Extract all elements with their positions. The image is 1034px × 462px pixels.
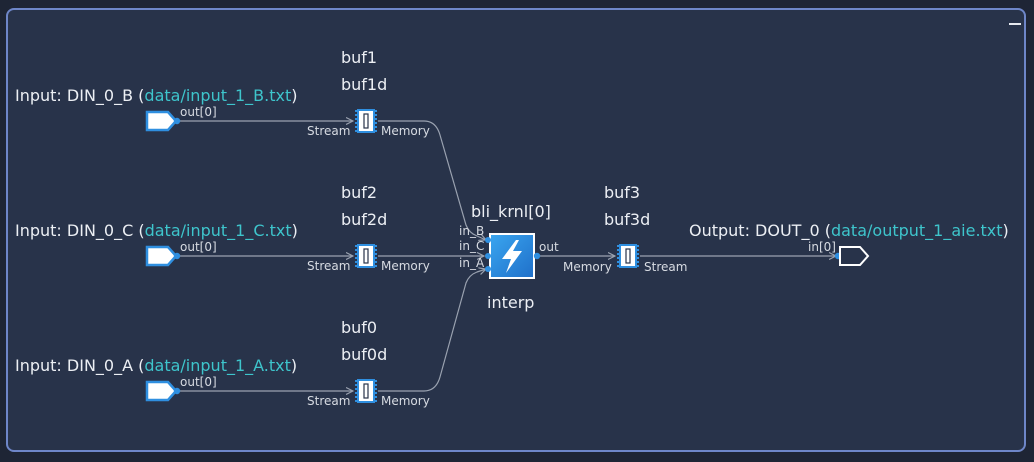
kernel-port-in-c: in_C — [459, 239, 484, 253]
buffer-buf2-name-d: buf2d — [341, 210, 387, 229]
input-c-port-label: out[0] — [180, 240, 217, 254]
buffer-buf2-bar — [363, 248, 369, 264]
buffer-buf0-left-label: Stream — [307, 394, 350, 408]
buffer-node-buf3[interactable]: buf3 buf3d Memory Stream — [563, 183, 687, 274]
kernel-port-out: out — [539, 240, 559, 254]
kernel-in-c-dot — [485, 253, 491, 259]
output-port-label: in[0] — [808, 240, 836, 254]
buffer-buf1-name-d: buf1d — [341, 75, 387, 94]
input-c-label: Input: DIN_0_C (data/input_1_C.txt) — [15, 221, 298, 241]
input-b-label: Input: DIN_0_B (data/input_1_B.txt) — [15, 86, 298, 106]
input-node-a[interactable]: Input: DIN_0_A (data/input_1_A.txt) out[… — [15, 356, 297, 402]
input-node-b[interactable]: Input: DIN_0_B (data/input_1_B.txt) out[… — [15, 86, 298, 132]
wire-buf0-to-kernel-in-a — [378, 269, 486, 392]
buffer-buf3-left-label: Memory — [563, 260, 612, 274]
input-a-port-shape[interactable] — [145, 380, 178, 402]
graph-canvas — [6, 8, 1026, 452]
input-b-port-shape[interactable] — [145, 110, 178, 132]
input-a-label: Input: DIN_0_A (data/input_1_A.txt) — [15, 356, 297, 376]
kernel-node[interactable]: bli_krnl[0] in_B in_C in_A out interp — [459, 202, 559, 312]
kernel-function-name: interp — [487, 293, 534, 312]
input-b-port-label: out[0] — [180, 105, 217, 119]
buffer-buf3-name-d: buf3d — [604, 210, 650, 229]
buffer-buf0-bar — [363, 383, 369, 399]
kernel-port-in-a: in_A — [459, 256, 485, 270]
buffer-buf0-name: buf0 — [341, 318, 377, 337]
buffer-buf1-left-label: Stream — [307, 124, 350, 138]
buffer-buf0-name-d: buf0d — [341, 345, 387, 364]
buffer-buf1-bar — [363, 113, 369, 129]
buffer-node-buf2[interactable]: buf2 buf2d Stream Memory — [307, 183, 430, 273]
buffer-buf1-right-label: Memory — [381, 124, 430, 138]
kernel-in-a-dot — [485, 266, 491, 272]
input-c-port-dot — [173, 252, 181, 260]
output-node[interactable]: Output: DOUT_0 (data/output_1_aie.txt) i… — [689, 221, 1009, 266]
input-c-port-shape[interactable] — [145, 245, 178, 267]
output-port-shape[interactable] — [839, 246, 870, 266]
buffer-node-buf0[interactable]: buf0 buf0d Stream Memory — [307, 318, 430, 408]
buffer-buf0-right-label: Memory — [381, 394, 430, 408]
input-a-port-dot — [173, 387, 181, 395]
input-a-port-label: out[0] — [180, 375, 217, 389]
kernel-name: bli_krnl[0] — [471, 202, 551, 222]
buffer-buf1-name: buf1 — [341, 48, 377, 67]
minimize-icon[interactable] — [1008, 14, 1022, 28]
buffer-buf2-right-label: Memory — [381, 259, 430, 273]
buffer-buf3-bar — [625, 248, 631, 264]
output-label: Output: DOUT_0 (data/output_1_aie.txt) — [689, 221, 1009, 241]
kernel-port-in-b: in_B — [459, 224, 484, 238]
input-node-c[interactable]: Input: DIN_0_C (data/input_1_C.txt) out[… — [15, 221, 298, 267]
buffer-buf2-name: buf2 — [341, 183, 377, 202]
buffer-node-buf1[interactable]: buf1 buf1d Stream Memory — [307, 48, 430, 138]
kernel-out-dot — [533, 252, 541, 260]
kernel-in-b-dot — [485, 237, 491, 243]
buffer-buf2-left-label: Stream — [307, 259, 350, 273]
wire-buf1-to-kernel-in-b — [378, 120, 486, 240]
buffer-buf3-name: buf3 — [604, 183, 640, 202]
lightning-icon — [502, 240, 522, 273]
input-b-port-dot — [173, 117, 181, 125]
buffer-buf3-right-label: Stream — [644, 260, 687, 274]
